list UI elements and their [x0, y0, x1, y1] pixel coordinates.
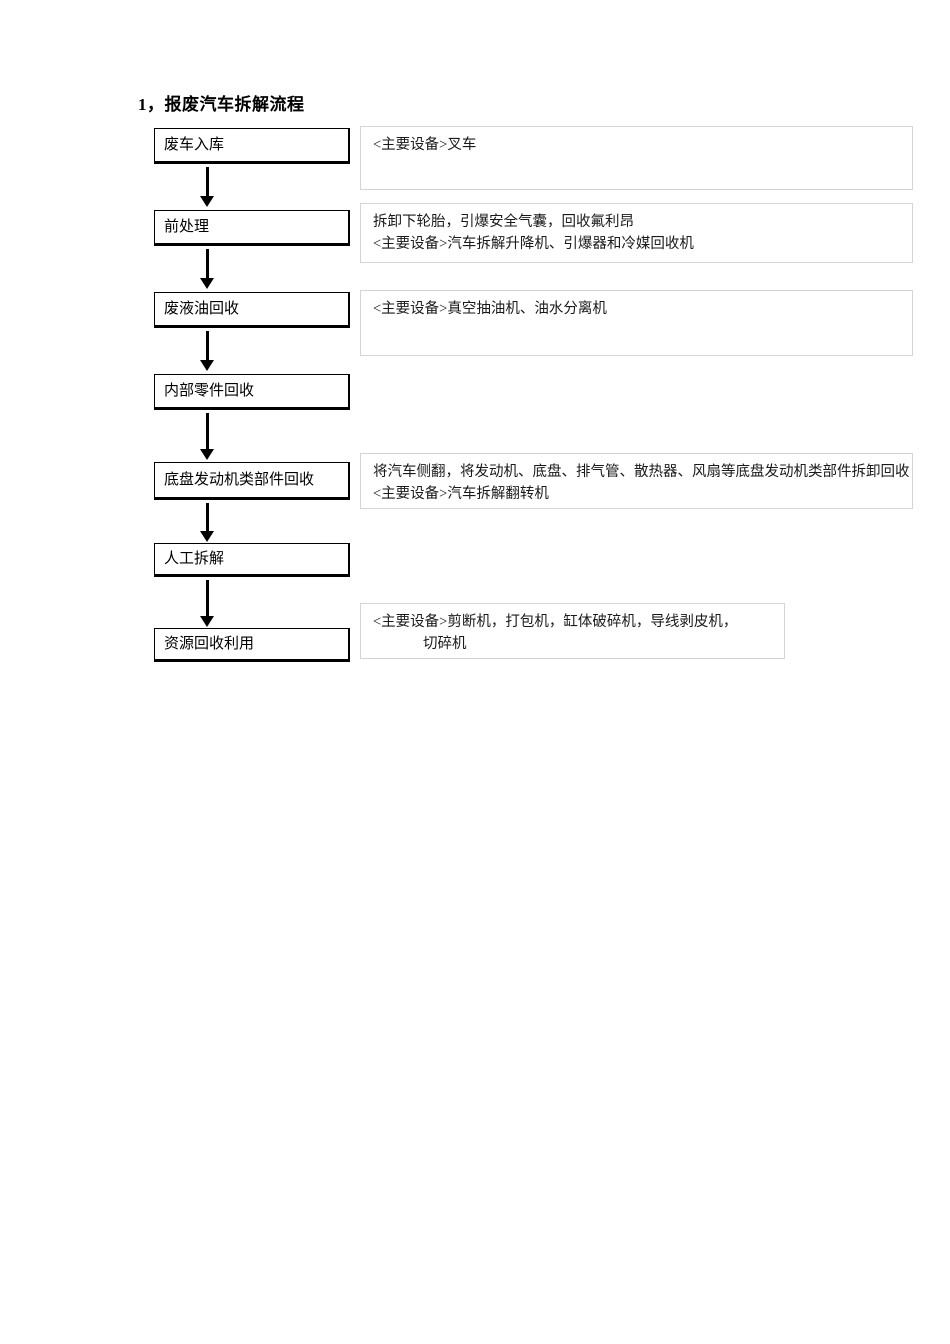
description-panel-5-line-1: <主要设备>剪断机，打包机，缸体破碎机，导线剥皮机，	[373, 614, 738, 630]
description-panel-1-line-1: <主要设备>叉车	[373, 137, 477, 153]
description-panel-3: <主要设备>真空抽油机、油水分离机	[360, 290, 913, 356]
connector-4-stem	[206, 413, 209, 453]
connector-5-stem	[206, 503, 209, 535]
connector-2-stem	[206, 249, 209, 281]
description-panel-5-line-2: 切碎机	[423, 636, 467, 653]
flow-node-5[interactable]: 底盘发动机类部件回收	[154, 462, 350, 500]
connector-5-arrow-icon	[200, 531, 214, 542]
description-panel-4-line-2: <主要设备>汽车拆解翻转机	[373, 486, 549, 503]
description-panel-4: 将汽车侧翻，将发动机、底盘、排气管、散热器、风扇等底盘发动机类部件拆卸回收 <主…	[360, 453, 913, 509]
flow-node-2-label: 前处理	[164, 218, 210, 235]
connector-4-arrow-icon	[200, 449, 214, 460]
connector-2-arrow-icon	[200, 278, 214, 289]
description-panel-2-line-2: <主要设备>汽车拆解升降机、引爆器和冷媒回收机	[373, 236, 694, 253]
flow-node-3[interactable]: 废液油回收	[154, 292, 350, 328]
page-title: 1，报废汽车拆解流程	[138, 95, 305, 114]
description-panel-2: 拆卸下轮胎，引爆安全气囊，回收氟利昂 <主要设备>汽车拆解升降机、引爆器和冷媒回…	[360, 203, 913, 263]
flow-node-1-label: 废车入库	[164, 136, 225, 153]
flow-node-5-label: 底盘发动机类部件回收	[164, 471, 315, 488]
flow-node-1[interactable]: 废车入库	[154, 128, 350, 164]
flow-node-6-label: 人工拆解	[164, 550, 225, 567]
description-panel-1: <主要设备>叉车	[360, 126, 913, 190]
flow-node-4[interactable]: 内部零件回收	[154, 374, 350, 410]
flow-node-6[interactable]: 人工拆解	[154, 543, 350, 577]
connector-1-arrow-icon	[200, 196, 214, 207]
description-panel-5: <主要设备>剪断机，打包机，缸体破碎机，导线剥皮机， 切碎机	[360, 603, 785, 659]
description-panel-2-line-1: 拆卸下轮胎，引爆安全气囊，回收氟利昂	[373, 214, 634, 230]
connector-6-stem	[206, 580, 209, 620]
description-panel-4-line-1: 将汽车侧翻，将发动机、底盘、排气管、散热器、风扇等底盘发动机类部件拆卸回收	[373, 464, 910, 480]
description-panel-3-line-1: <主要设备>真空抽油机、油水分离机	[373, 301, 607, 317]
flow-node-7[interactable]: 资源回收利用	[154, 628, 350, 662]
connector-1-stem	[206, 167, 209, 199]
connector-3-stem	[206, 331, 209, 364]
flow-node-7-label: 资源回收利用	[164, 635, 255, 652]
connector-3-arrow-icon	[200, 360, 214, 371]
flow-node-4-label: 内部零件回收	[164, 382, 255, 399]
connector-6-arrow-icon	[200, 616, 214, 627]
flow-node-2[interactable]: 前处理	[154, 210, 350, 246]
flow-node-3-label: 废液油回收	[164, 300, 240, 317]
